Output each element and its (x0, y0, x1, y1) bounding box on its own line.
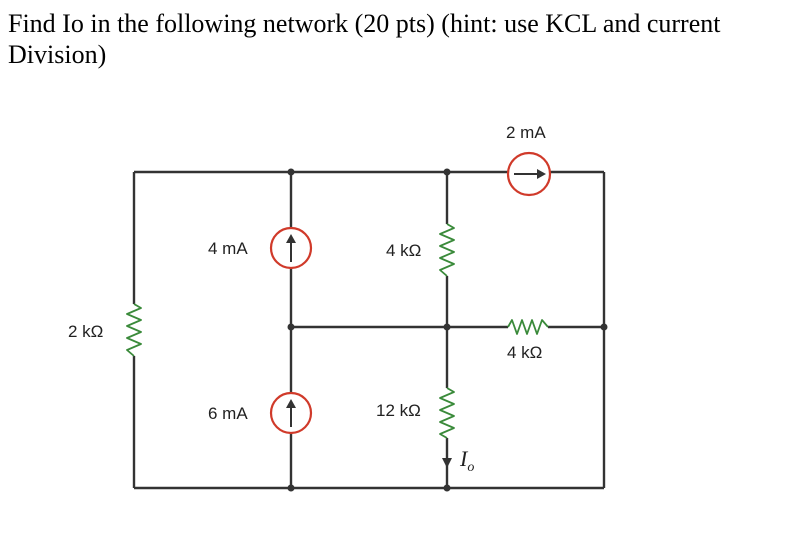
node-bottom-left (287, 484, 295, 492)
node-top-left (287, 168, 295, 176)
label-res-4k-mid: 4 kΩ (386, 241, 421, 260)
label-res-12k: 12 kΩ (376, 401, 421, 420)
node-bottom-mid (443, 484, 451, 492)
resistor-2k-left (126, 303, 142, 357)
resistor-4k-right (507, 319, 549, 335)
io-arrow (442, 444, 452, 468)
question-line-2: Division) (8, 40, 107, 69)
resistor-4k-mid (439, 223, 455, 277)
question-line-1: Find Io in the following network (20 pts… (8, 9, 721, 38)
label-source-6ma: 6 mA (208, 404, 248, 423)
circuit-wires (132, 170, 606, 490)
current-source-4ma (269, 226, 313, 270)
resistor-12k (439, 387, 455, 439)
label-io: Io (459, 446, 474, 475)
node-mid-left (287, 323, 295, 331)
label-source-2ma: 2 mA (506, 123, 546, 142)
node-mid-center (443, 323, 451, 331)
label-res-4k-right: 4 kΩ (507, 343, 542, 362)
label-source-4ma: 4 mA (208, 239, 248, 258)
circuit-nodes (287, 168, 608, 492)
node-mid-right (600, 323, 608, 331)
current-source-2ma (506, 151, 552, 197)
label-res-2k: 2 kΩ (68, 322, 103, 341)
node-top-mid (443, 168, 451, 176)
current-source-6ma (269, 391, 313, 435)
question-text: Find Io in the following network (20 pts… (8, 8, 798, 70)
